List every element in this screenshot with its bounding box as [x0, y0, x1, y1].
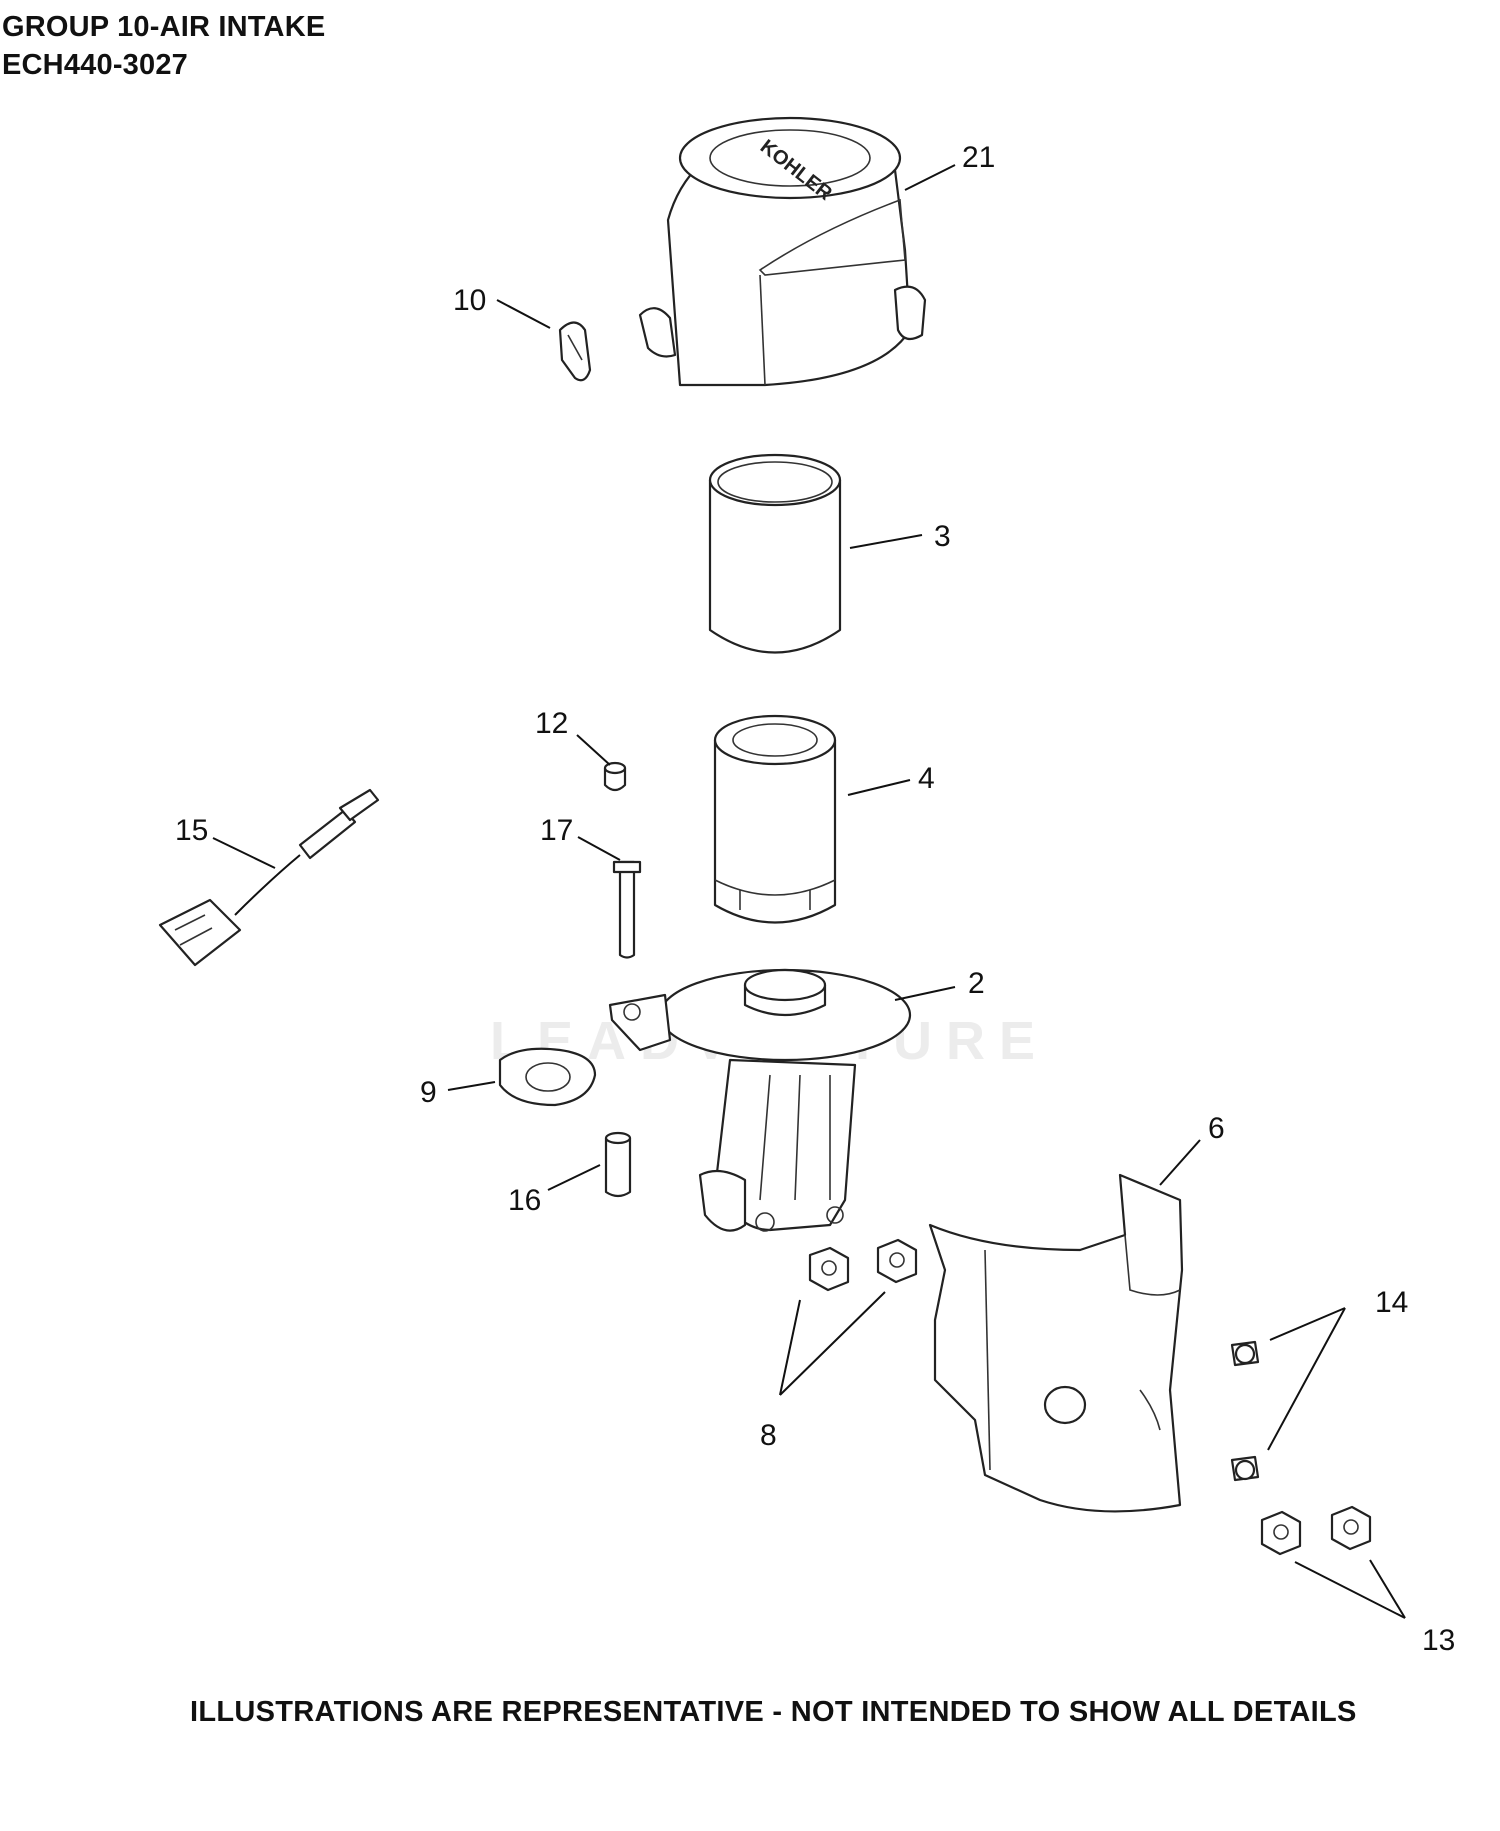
part-12-cap[interactable] — [603, 761, 627, 792]
callout-21: 21 — [962, 141, 995, 174]
callout-4: 4 — [918, 762, 935, 795]
part-15-sensor-harness[interactable] — [158, 788, 380, 967]
callout-3: 3 — [934, 520, 951, 553]
part-16-spacer[interactable] — [604, 1131, 632, 1198]
callout-8: 8 — [760, 1419, 777, 1452]
callout-17: 17 — [540, 814, 573, 847]
callout-6: 6 — [1208, 1112, 1225, 1145]
part-10-latch[interactable] — [558, 321, 592, 382]
disclaimer-footer: ILLUSTRATIONS ARE REPRESENTATIVE - NOT I… — [190, 1696, 1357, 1728]
callout-12: 12 — [535, 707, 568, 740]
callout-16: 16 — [508, 1184, 541, 1217]
part-2-base[interactable] — [608, 968, 912, 1232]
part-9-gasket[interactable] — [498, 1047, 597, 1107]
group-title: GROUP 10-AIR INTAKE — [2, 11, 326, 43]
model-number: ECH440-3027 — [2, 49, 188, 81]
callout-labels: 21 10 3 12 4 15 17 2 9 6 16 14 8 13 — [175, 141, 1455, 1657]
page-header: GROUP 10-AIR INTAKE ECH440-3027 — [2, 8, 325, 84]
part-4-filter-element[interactable] — [713, 714, 837, 924]
part-17-bolt[interactable] — [612, 860, 642, 959]
callout-15: 15 — [175, 814, 208, 847]
part-6-shield[interactable] — [928, 1173, 1184, 1513]
leader-lines — [212, 164, 1406, 1619]
part-3-precleaner[interactable] — [708, 453, 842, 654]
part-8-nuts[interactable] — [808, 1238, 918, 1292]
callout-13: 13 — [1422, 1624, 1455, 1657]
callout-2: 2 — [968, 967, 985, 1000]
callout-9: 9 — [420, 1076, 437, 1109]
callout-10: 10 — [453, 284, 486, 317]
part-14-screws[interactable] — [1230, 1340, 1260, 1482]
part-21-cover[interactable]: KOHLER — [638, 116, 927, 387]
part-13-flange-nuts[interactable] — [1260, 1505, 1372, 1556]
callout-14: 14 — [1375, 1286, 1408, 1319]
